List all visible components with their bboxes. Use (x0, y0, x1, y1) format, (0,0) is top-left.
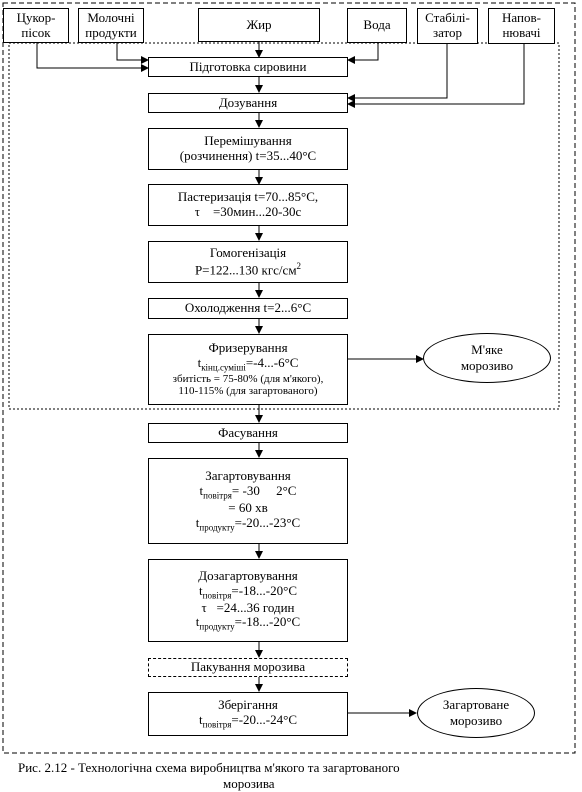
t-symbol: t (199, 483, 204, 499)
t-value: =-20...-23°С (234, 514, 301, 530)
t-value: = -30 2°С (231, 483, 297, 499)
step-posthardening-air-temp: tповітря=-18...-20°С (199, 582, 297, 601)
input-fillers-line1: Напов- (502, 10, 541, 26)
arrow-sugar (36, 43, 149, 72)
step-freezing-title: Фризерування (208, 339, 288, 355)
input-fat-label: Жир (246, 16, 272, 32)
t-subscript: повітря (202, 719, 232, 730)
output-hardened-icecream: Загартоване морозиво (417, 688, 535, 738)
step-hardening-time: = 60 хв (228, 500, 268, 515)
t-subscript: кінц.суміші (201, 362, 246, 373)
caption-line2: морозива (223, 775, 275, 791)
step-pasteurization-line1: Пастеризація t=70...85°С, (177, 189, 319, 205)
t-symbol: t (199, 712, 203, 727)
step-homogenization: Гомогенізація Р=122...130 кгс/см2 (148, 241, 348, 283)
step-freezing-overrun-hardened: 110-115% (для загартованого) (178, 385, 318, 398)
arrow-water (347, 43, 379, 64)
input-sugar-line1: Цукор- (16, 9, 56, 25)
step-packing: Фасування (148, 423, 348, 443)
input-fat: Жир (198, 8, 320, 42)
step-cooling-label: Охолодження t=2...6°С (184, 300, 312, 316)
inner-frame (8, 42, 560, 410)
t-value: =-18...-20°С (234, 614, 301, 630)
input-sugar-line2: пісок (21, 24, 51, 40)
step-wrapping: Пакування морозива (148, 658, 348, 677)
output-soft-icecream: М'яке морозиво (423, 333, 551, 383)
t-subscript: повітря (203, 490, 232, 501)
arrow-stabilizer (347, 44, 448, 102)
t-symbol: t (197, 354, 202, 370)
t-symbol: t (195, 614, 200, 630)
step-storage: Зберігання tповітря=-20...-24°С (148, 692, 348, 736)
input-milk: Молочні продукти (78, 8, 144, 43)
t-value: =-4...-6°С (245, 354, 299, 370)
input-stabilizer-line2: затор (432, 25, 463, 40)
step-prep-label: Підготовка сировини (189, 58, 307, 74)
t-symbol: t (199, 582, 203, 598)
step-mixing-line2: (розчинення) t=35...40°С (179, 148, 317, 163)
figure-caption: Рис. 2.12 - Технологічна схема виробницт… (18, 760, 400, 791)
step-storage-temp: tповітря=-20...-24°С (199, 712, 297, 730)
input-water: Вода (347, 8, 407, 43)
pressure-exponent: 2 (296, 260, 302, 271)
step-dosing: Дозування (148, 93, 348, 113)
step-dosing-label: Дозування (218, 94, 278, 110)
caption-line1: Рис. 2.12 - Технологічна схема виробницт… (18, 760, 400, 775)
t-subscript: продукту (199, 522, 235, 533)
step-homogenization-line1: Гомогенізація (209, 244, 287, 260)
t-subscript: продукту (199, 622, 235, 633)
step-homogenization-line2: Р=122...130 кгс/см2 (195, 261, 301, 278)
step-freezing: Фризерування tкінц.суміші=-4...-6°С збит… (148, 334, 348, 405)
outer-frame (2, 2, 576, 754)
tau-value: =24...36 годин (216, 599, 295, 615)
step-prep: Підготовка сировини (148, 57, 348, 77)
step-mixing-line1: Перемішування (204, 133, 292, 149)
step-hardening-air-temp: tповітря= -30 2°С (199, 483, 297, 501)
step-hardening-title: Загартовування (205, 468, 291, 484)
input-milk-line2: продукти (85, 24, 137, 40)
step-hardening: Загартовування tповітря= -30 2°С = 60 хв… (148, 458, 348, 544)
step-pasteurization-line2: τ =30мин...20-30с (194, 204, 302, 220)
step-posthardening: Дозагартовування tповітря=-18...-20°С τ … (148, 559, 348, 642)
step-packing-label: Фасування (218, 424, 278, 440)
input-stabilizer: Стабілі- затор (417, 8, 478, 44)
input-fillers-line2: нювачі (502, 25, 541, 40)
step-hardening-product-temp: tпродукту=-20...-23°С (195, 514, 301, 533)
input-fillers: Напов- нювачі (488, 8, 555, 44)
t-value: =-18...-20°С (231, 582, 297, 598)
pressure-value: Р=122...130 кгс/см (194, 262, 297, 278)
arrow-fillers (347, 44, 525, 108)
step-freezing-temp: tкінц.суміші=-4...-6°С (197, 354, 299, 373)
input-stabilizer-line1: Стабілі- (425, 10, 470, 26)
step-freezing-overrun-soft: збитість = 75-80% (для м'якого), (172, 372, 324, 385)
step-posthardening-time: τ =24...36 годин (201, 599, 295, 616)
t-subscript: повітря (202, 590, 232, 601)
input-milk-line1: Молочні (87, 9, 135, 25)
t-symbol: t (195, 514, 200, 530)
step-storage-title: Зберігання (218, 697, 278, 713)
step-mixing: Перемішування (розчинення) t=35...40°С (148, 128, 348, 170)
step-posthardening-product-temp: tпродукту=-18...-20°С (195, 614, 301, 633)
step-wrapping-label: Пакування морозива (190, 659, 306, 675)
input-water-label: Вода (363, 17, 391, 33)
t-value: =-20...-24°С (231, 712, 297, 727)
step-cooling: Охолодження t=2...6°С (148, 298, 348, 319)
output-hardened-line2: морозиво (449, 713, 503, 728)
pasteurization-time: =30мин...20-30с (212, 204, 302, 219)
output-soft-line1: М'яке (471, 342, 503, 358)
output-soft-line2: морозиво (460, 358, 514, 373)
step-pasteurization: Пастеризація t=70...85°С, τ =30мин...20-… (148, 184, 348, 226)
output-hardened-line1: Загартоване (442, 697, 510, 713)
tau-symbol: τ (194, 204, 200, 219)
arrow-milk (116, 43, 149, 64)
step-posthardening-title: Дозагартовування (198, 567, 298, 583)
tau-symbol: τ (201, 599, 207, 615)
input-sugar: Цукор- пісок (3, 8, 69, 43)
